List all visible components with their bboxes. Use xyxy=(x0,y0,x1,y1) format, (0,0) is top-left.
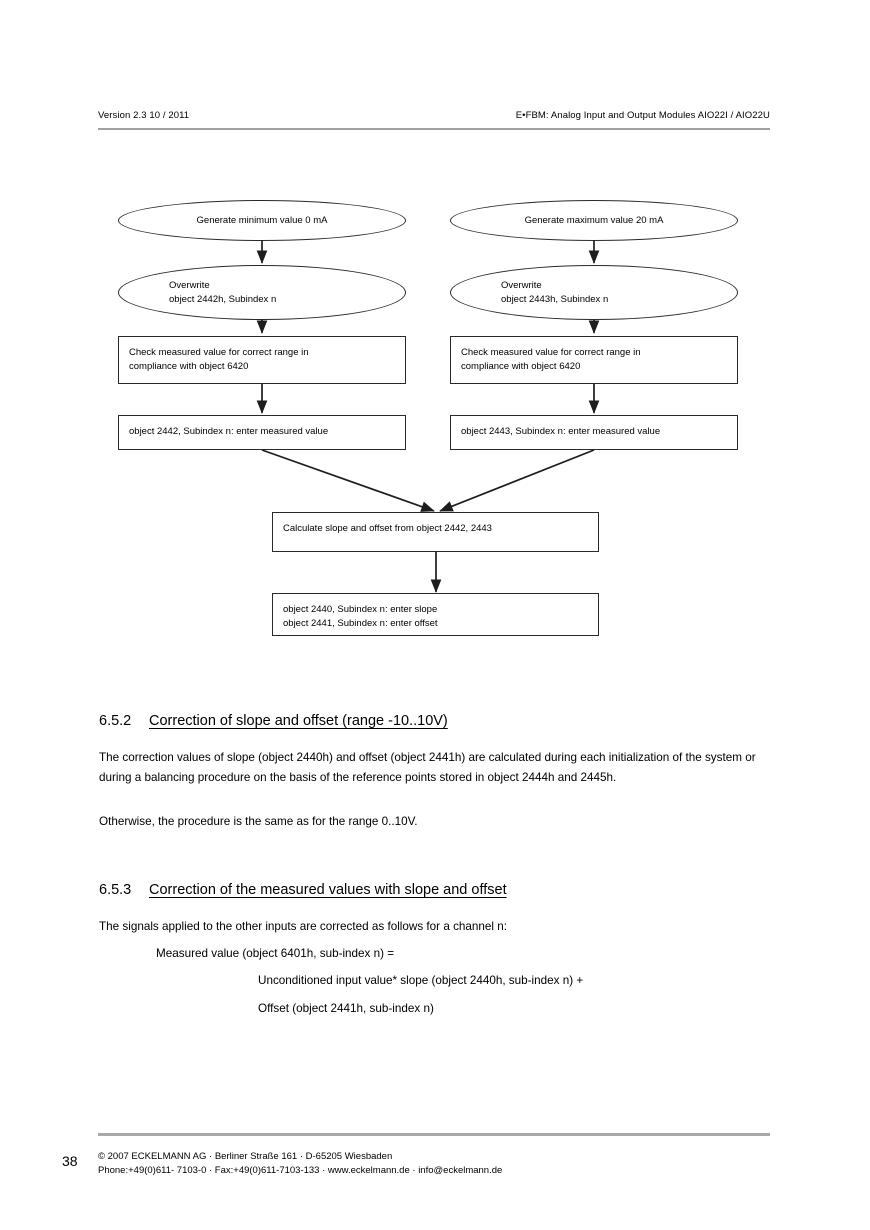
node-generate-min: Generate minimum value 0 mA xyxy=(118,200,406,241)
paragraph-653-intro: The signals applied to the other inputs … xyxy=(99,920,508,933)
node-enter-2443: object 2443, Subindex n: enter measured … xyxy=(450,415,738,450)
node-enter-slope-offset-label: object 2440, Subindex n: enter slope obj… xyxy=(283,604,438,629)
node-overwrite-2443h-label: Overwrite object 2443h, Subindex n xyxy=(501,279,609,305)
footer-copyright: © 2007 ECKELMANN AG · Berliner Straße 16… xyxy=(98,1151,393,1162)
formula-line-measured-value: Measured value (object 6401h, sub-index … xyxy=(156,947,395,960)
formula-line-offset: Offset (object 2441h, sub-index n) xyxy=(258,1002,434,1015)
node-generate-min-label: Generate minimum value 0 mA xyxy=(196,214,328,226)
node-generate-max-label: Generate maximum value 20 mA xyxy=(524,214,664,226)
section-title-652: Correction of slope and offset (range -1… xyxy=(149,713,448,729)
node-enter-2442: object 2442, Subindex n: enter measured … xyxy=(118,415,406,450)
header-version: Version 2.3 10 / 2011 xyxy=(98,110,190,121)
footer-divider xyxy=(98,1133,770,1136)
node-calculate-slope-offset-label: Calculate slope and offset from object 2… xyxy=(283,523,492,534)
formula-line-unconditioned-input: Unconditioned input value* slope (object… xyxy=(258,974,584,987)
node-check-range-right-label: Check measured value for correct range i… xyxy=(461,347,641,372)
node-generate-max: Generate maximum value 20 mA xyxy=(450,200,738,241)
section-number-653: 6.5.3 xyxy=(99,882,132,898)
node-check-range-right: Check measured value for correct range i… xyxy=(450,336,738,384)
paragraph-652-1: The correction values of slope (object 2… xyxy=(99,751,756,784)
node-overwrite-2442h: Overwrite object 2442h, Subindex n xyxy=(118,265,406,320)
node-overwrite-2443h: Overwrite object 2443h, Subindex n xyxy=(450,265,738,320)
node-enter-2443-label: object 2443, Subindex n: enter measured … xyxy=(461,426,661,437)
footer-contact: Phone:+49(0)611- 7103-0 · Fax:+49(0)611-… xyxy=(98,1165,503,1176)
node-enter-2442-label: object 2442, Subindex n: enter measured … xyxy=(129,426,329,437)
section-heading-652: 6.5.2 Correction of slope and offset (ran… xyxy=(99,713,448,729)
section-title-653: Correction of the measured values with s… xyxy=(149,882,507,898)
node-check-range-left: Check measured value for correct range i… xyxy=(118,336,406,384)
node-calculate-slope-offset: Calculate slope and offset from object 2… xyxy=(272,512,599,552)
page-number: 38 xyxy=(62,1153,78,1169)
header-divider xyxy=(98,128,770,130)
paragraph-652-2: Otherwise, the procedure is the same as … xyxy=(99,815,418,828)
node-check-range-left-label: Check measured value for correct range i… xyxy=(129,347,309,372)
node-overwrite-2442h-label: Overwrite object 2442h, Subindex n xyxy=(169,279,277,305)
section-number-652: 6.5.2 xyxy=(99,713,132,729)
page-header: Version 2.3 10 / 2011 E•FBM: Analog Inpu… xyxy=(98,110,770,132)
section-heading-653: 6.5.3 Correction of the measured values w… xyxy=(99,882,507,898)
header-document-title: E•FBM: Analog Input and Output Modules A… xyxy=(515,110,770,121)
node-enter-slope-offset: object 2440, Subindex n: enter slope obj… xyxy=(272,593,599,636)
